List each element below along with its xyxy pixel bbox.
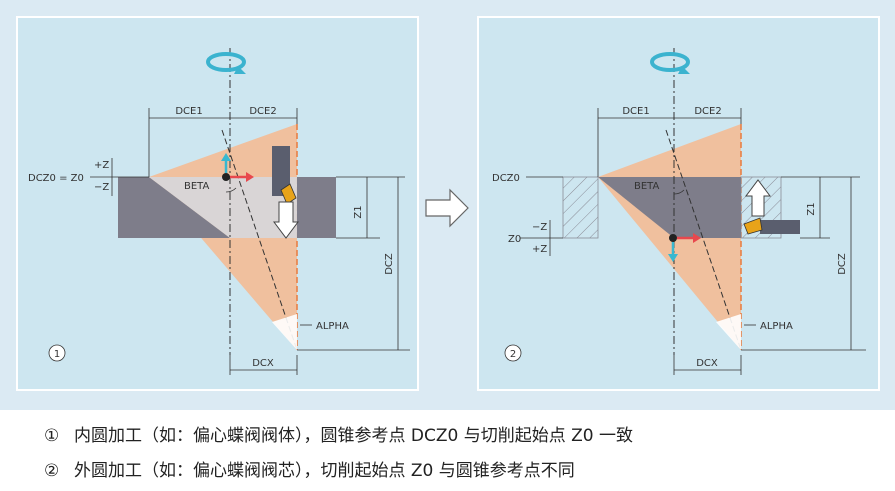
minus-z-label: −Z bbox=[94, 182, 109, 193]
dcx-label: DCX bbox=[252, 358, 274, 369]
direction-arrow-cyan-head bbox=[668, 254, 678, 262]
caption-2: ② 外圆加工（如：偏心蝶阀阀芯），切削起始点 Z0 与圆锥参考点不同 bbox=[44, 456, 575, 481]
direction-arrow-cyan-head bbox=[221, 153, 231, 161]
caption-text: 外圆加工（如：偏心蝶阀阀芯），切削起始点 Z0 与圆锥参考点不同 bbox=[74, 461, 575, 481]
reference-point bbox=[222, 173, 230, 181]
plus-z-label: +Z bbox=[532, 244, 547, 255]
workpiece bbox=[598, 177, 741, 238]
z1-label: Z1 bbox=[806, 202, 817, 215]
feed-arrow bbox=[745, 179, 771, 217]
workpiece bbox=[118, 177, 230, 238]
caption-text: 内圆加工（如：偏心蝶阀阀体），圆锥参考点 DCZ0 与切削起始点 Z0 一致 bbox=[74, 426, 633, 446]
beta-label: BETA bbox=[634, 181, 660, 192]
direction-arrow-red-head bbox=[246, 172, 254, 182]
panel-1: DCE1 DCE2 DCZ0 = Z0 +Z −Z BETA Z1 DCZ AL… bbox=[16, 16, 419, 391]
workpiece bbox=[297, 177, 336, 238]
tool-holder bbox=[272, 146, 290, 196]
caption-1: ① 内圆加工（如：偏心蝶阀阀体），圆锥参考点 DCZ0 与切削起始点 Z0 一致 bbox=[44, 421, 633, 446]
z0-label: Z0 bbox=[508, 234, 521, 245]
feed-arrow bbox=[273, 201, 299, 239]
cone-diagram: DCE1 DCE2 DCZ0 = Z0 +Z −Z BETA Z1 DCZ AL… bbox=[0, 0, 895, 410]
dcz-label: DCZ bbox=[837, 253, 848, 275]
caption-number: ② bbox=[44, 461, 60, 481]
rotation-arrow-head-icon bbox=[678, 66, 690, 74]
caption-number: ① bbox=[44, 426, 60, 446]
beta-label: BETA bbox=[184, 181, 210, 192]
beta-arc bbox=[225, 187, 237, 193]
dce1-label: DCE1 bbox=[622, 106, 649, 117]
dce2-label: DCE2 bbox=[694, 106, 721, 117]
panel-number: 2 bbox=[510, 349, 516, 360]
dcz-label: DCZ bbox=[384, 253, 395, 275]
panel-number: 1 bbox=[54, 349, 60, 360]
panel-number-badge bbox=[48, 344, 66, 362]
panel-number-badge bbox=[504, 344, 522, 362]
direction-arrow-red-head bbox=[693, 233, 701, 243]
dcz0-label: DCZ0 bbox=[492, 173, 520, 184]
alpha-label: ALPHA bbox=[760, 321, 793, 332]
z1-label: Z1 bbox=[353, 205, 364, 218]
alpha-wedge bbox=[272, 314, 297, 350]
rotation-arrow-icon bbox=[650, 52, 690, 72]
alpha-label: ALPHA bbox=[316, 321, 349, 332]
alpha-wedge bbox=[716, 314, 741, 350]
dcz0-z0-label: DCZ0 = Z0 bbox=[28, 173, 84, 184]
transition-arrow-icon bbox=[425, 188, 469, 228]
cone-axis-dashed bbox=[665, 129, 742, 351]
dcx-label: DCX bbox=[696, 358, 718, 369]
minus-z-label: −Z bbox=[532, 222, 547, 233]
beta-arc bbox=[673, 189, 685, 195]
dce1-label: DCE1 bbox=[175, 106, 202, 117]
rotation-arrow-icon bbox=[206, 52, 246, 72]
tool-insert bbox=[743, 217, 763, 235]
hatched-area bbox=[562, 176, 599, 239]
rotation-arrow-head-icon bbox=[234, 66, 246, 74]
dce2-label: DCE2 bbox=[249, 106, 276, 117]
bore-region bbox=[149, 177, 297, 238]
tool-holder bbox=[760, 220, 800, 234]
plus-z-label: +Z bbox=[94, 160, 109, 171]
tool-insert bbox=[280, 183, 297, 205]
reference-point bbox=[669, 234, 677, 242]
panel-2: DCE1 DCE2 DCZ0 Z0 −Z +Z BETA Z1 DCZ ALPH… bbox=[477, 16, 880, 391]
cone-axis-dashed bbox=[221, 129, 298, 351]
